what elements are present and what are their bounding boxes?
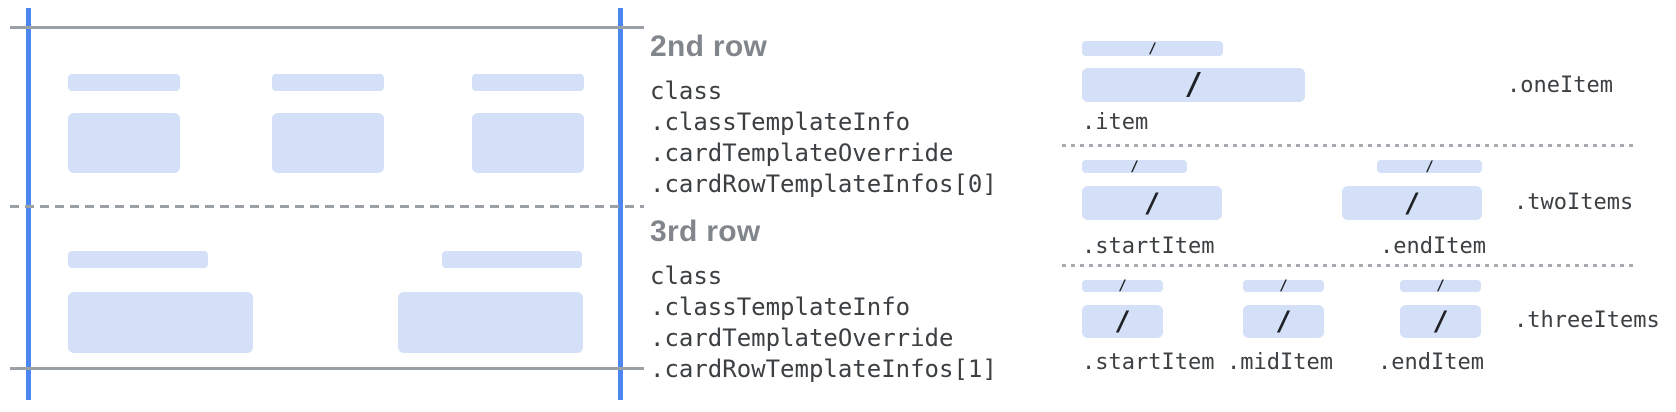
card-bottom-edge-line [10, 367, 644, 370]
row3-code-line: class [650, 262, 723, 290]
row3-col1-label-placeholder [68, 251, 208, 268]
row2-heading: 2nd row [650, 30, 768, 63]
row2-col1-label-placeholder [68, 74, 180, 91]
two-items-start-item-label: .startItem [1082, 234, 1215, 259]
three-items-mid-value-placeholder: / [1243, 305, 1324, 338]
slash-glyph: / [1130, 158, 1139, 175]
card-top-edge-line [10, 26, 644, 29]
two-items-start-label-placeholder: / [1082, 158, 1187, 175]
three-items-layout-label: .threeItems [1514, 308, 1660, 333]
slash-glyph: / [1184, 67, 1203, 102]
row2-col3-value-placeholder [472, 113, 584, 173]
row2-code-line: .cardTemplateOverride [650, 139, 954, 167]
row2-col2-label-placeholder [272, 74, 384, 91]
three-items-mid-label-placeholder: / [1243, 278, 1324, 294]
one-item-label-placeholder: / [1082, 41, 1223, 56]
three-items-mid-item-label: .midItem [1227, 350, 1333, 375]
layout-separator-dotted-line [1062, 264, 1635, 267]
one-item-layout-label: .oneItem [1507, 73, 1613, 98]
three-items-start-label-placeholder: / [1082, 278, 1163, 294]
slash-glyph: / [1403, 187, 1421, 219]
row3-col2-value-placeholder [398, 292, 583, 353]
row2-col1-value-placeholder [68, 113, 180, 173]
two-items-end-value-placeholder: / [1342, 186, 1482, 220]
row3-code-line: .cardTemplateOverride [650, 324, 954, 352]
slash-glyph: / [1436, 278, 1445, 294]
two-items-start-value-placeholder: / [1082, 186, 1222, 220]
card-row-divider-dashed-line [10, 205, 644, 208]
row3-col2-label-placeholder [442, 251, 582, 268]
three-items-end-label-placeholder: / [1400, 278, 1481, 294]
three-items-end-value-placeholder: / [1400, 305, 1481, 338]
slash-glyph: / [1279, 278, 1288, 294]
three-items-start-value-placeholder: / [1082, 305, 1163, 338]
slash-glyph: / [1114, 306, 1131, 337]
one-item-item-label: .item [1082, 110, 1149, 135]
two-items-end-item-label: .endItem [1380, 234, 1486, 259]
slash-glyph: / [1425, 158, 1434, 175]
one-item-value-placeholder: / [1082, 68, 1305, 102]
slash-glyph: / [1432, 306, 1449, 337]
layout-separator-dotted-line [1062, 144, 1635, 147]
row2-code-line: .classTemplateInfo [650, 108, 911, 136]
slash-glyph: / [1275, 306, 1292, 337]
row3-heading: 3rd row [650, 215, 761, 248]
row3-code-line: .cardRowTemplateInfos[1] [650, 355, 997, 383]
card-left-edge-line [26, 8, 31, 400]
row2-col2-value-placeholder [272, 113, 384, 173]
slash-glyph: / [1143, 187, 1161, 219]
row2-code-line: .cardRowTemplateInfos[0] [650, 170, 997, 198]
row3-col1-value-placeholder [68, 292, 253, 353]
two-items-layout-label: .twoItems [1514, 190, 1634, 215]
slash-glyph: / [1118, 278, 1127, 294]
row2-code-line: class [650, 77, 723, 105]
slash-glyph: / [1148, 40, 1157, 57]
card-right-edge-line [618, 8, 623, 400]
two-items-end-label-placeholder: / [1377, 158, 1482, 175]
three-items-start-item-label: .startItem [1082, 350, 1215, 375]
row2-col3-label-placeholder [472, 74, 584, 91]
row3-code-line: .classTemplateInfo [650, 293, 911, 321]
three-items-end-item-label: .endItem [1378, 350, 1484, 375]
